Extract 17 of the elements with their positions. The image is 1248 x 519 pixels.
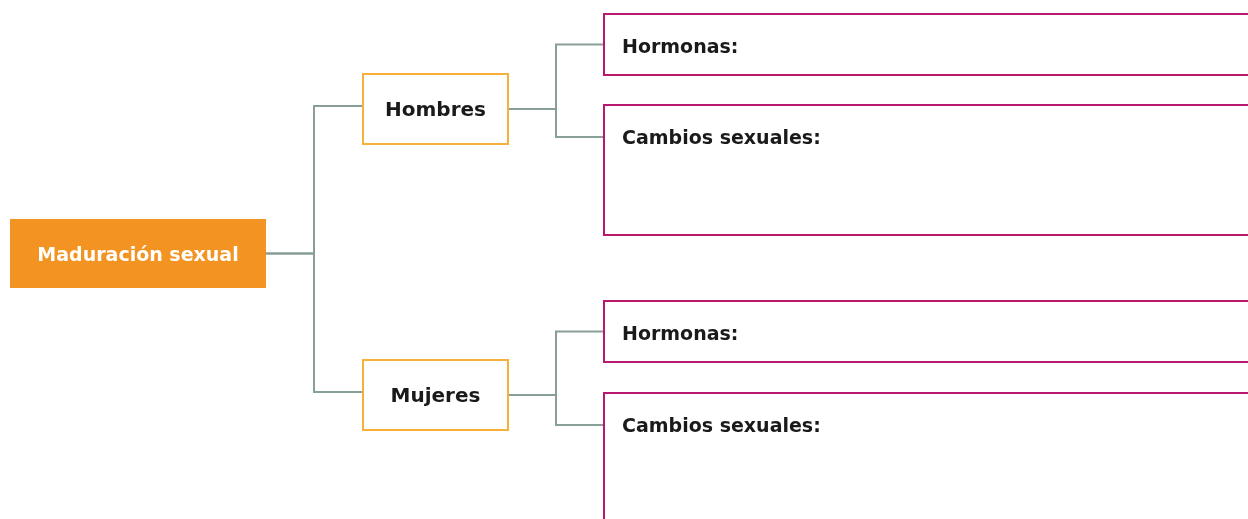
answer-box: [603, 392, 1248, 519]
field-label: Cambios sexuales:: [622, 126, 821, 148]
node-label: Maduración sexual: [37, 242, 239, 265]
field-label: Hormonas:: [622, 35, 739, 57]
connector-line: [265, 252, 363, 393]
answer-box: [603, 104, 1248, 236]
answer-box: [603, 300, 1248, 363]
node-label: Hombres: [385, 97, 486, 121]
node-label: Mujeres: [390, 383, 481, 407]
answer-box: [603, 13, 1248, 76]
field-label: Hormonas:: [622, 322, 739, 344]
connector-line: [508, 394, 604, 426]
field-label: Cambios sexuales:: [622, 414, 821, 436]
connector-line: [508, 108, 604, 138]
category-box: [362, 359, 509, 431]
topic-box: [10, 219, 266, 288]
category-box: [362, 73, 509, 145]
